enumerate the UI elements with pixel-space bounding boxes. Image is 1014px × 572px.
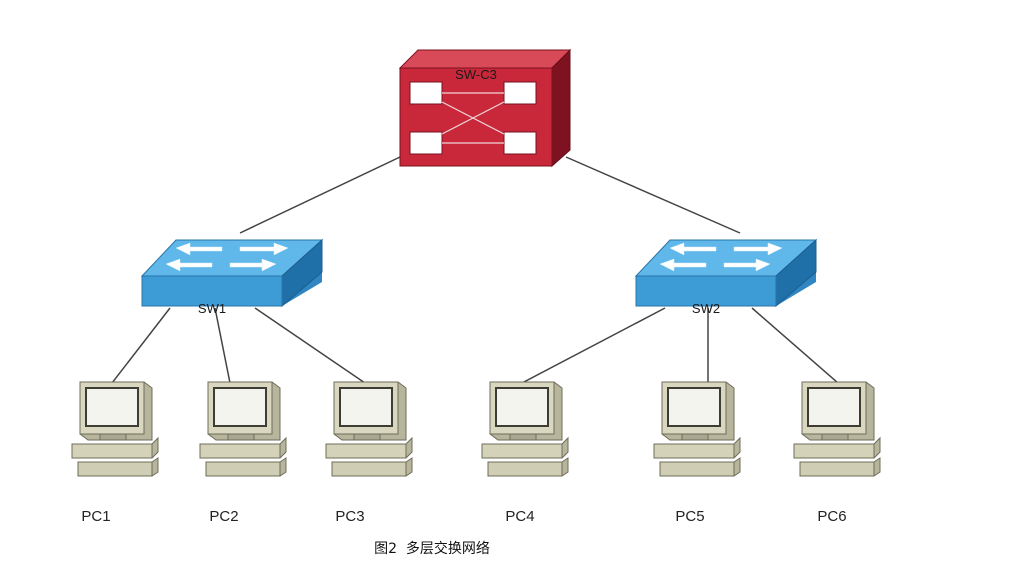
pc-1 xyxy=(71,381,159,477)
pc1-label: PC1 xyxy=(81,508,110,525)
pc5-label: PC5 xyxy=(675,508,704,525)
pc2-label: PC2 xyxy=(209,508,238,525)
pc-icon xyxy=(325,381,413,477)
pc-icon xyxy=(199,381,287,477)
link-sw2-pc4 xyxy=(521,307,666,384)
links xyxy=(111,156,839,384)
pc6-label: PC6 xyxy=(817,508,846,525)
sw2-label: SW2 xyxy=(692,301,720,316)
core-switch: SW-C3 xyxy=(398,48,572,168)
pc-icon xyxy=(793,381,881,477)
pc-icon xyxy=(71,381,159,477)
pc-2 xyxy=(199,381,287,477)
pc4-label: PC4 xyxy=(505,508,534,525)
link-sw1-pc1 xyxy=(111,307,171,384)
pc-6 xyxy=(793,381,881,477)
figure-caption: 图2 多层交换网络 xyxy=(374,540,490,557)
pc-icon xyxy=(653,381,741,477)
pc-icon xyxy=(481,381,569,477)
link-sw1-pc3 xyxy=(254,307,366,384)
access-switch-sw2: SW2 xyxy=(635,239,817,316)
sw1-label: SW1 xyxy=(198,301,226,316)
link-sw2-pc6 xyxy=(751,307,839,384)
pc3-label: PC3 xyxy=(335,508,364,525)
pc-3 xyxy=(325,381,413,477)
link-sw1-pc2 xyxy=(214,307,231,384)
link-core-sw2 xyxy=(565,156,741,234)
pc-5 xyxy=(653,381,741,477)
pc-4 xyxy=(481,381,569,477)
link-core-sw1 xyxy=(239,156,401,234)
access-switch-sw1: SW1 xyxy=(141,239,323,316)
core-switch-label: SW-C3 xyxy=(455,67,497,82)
